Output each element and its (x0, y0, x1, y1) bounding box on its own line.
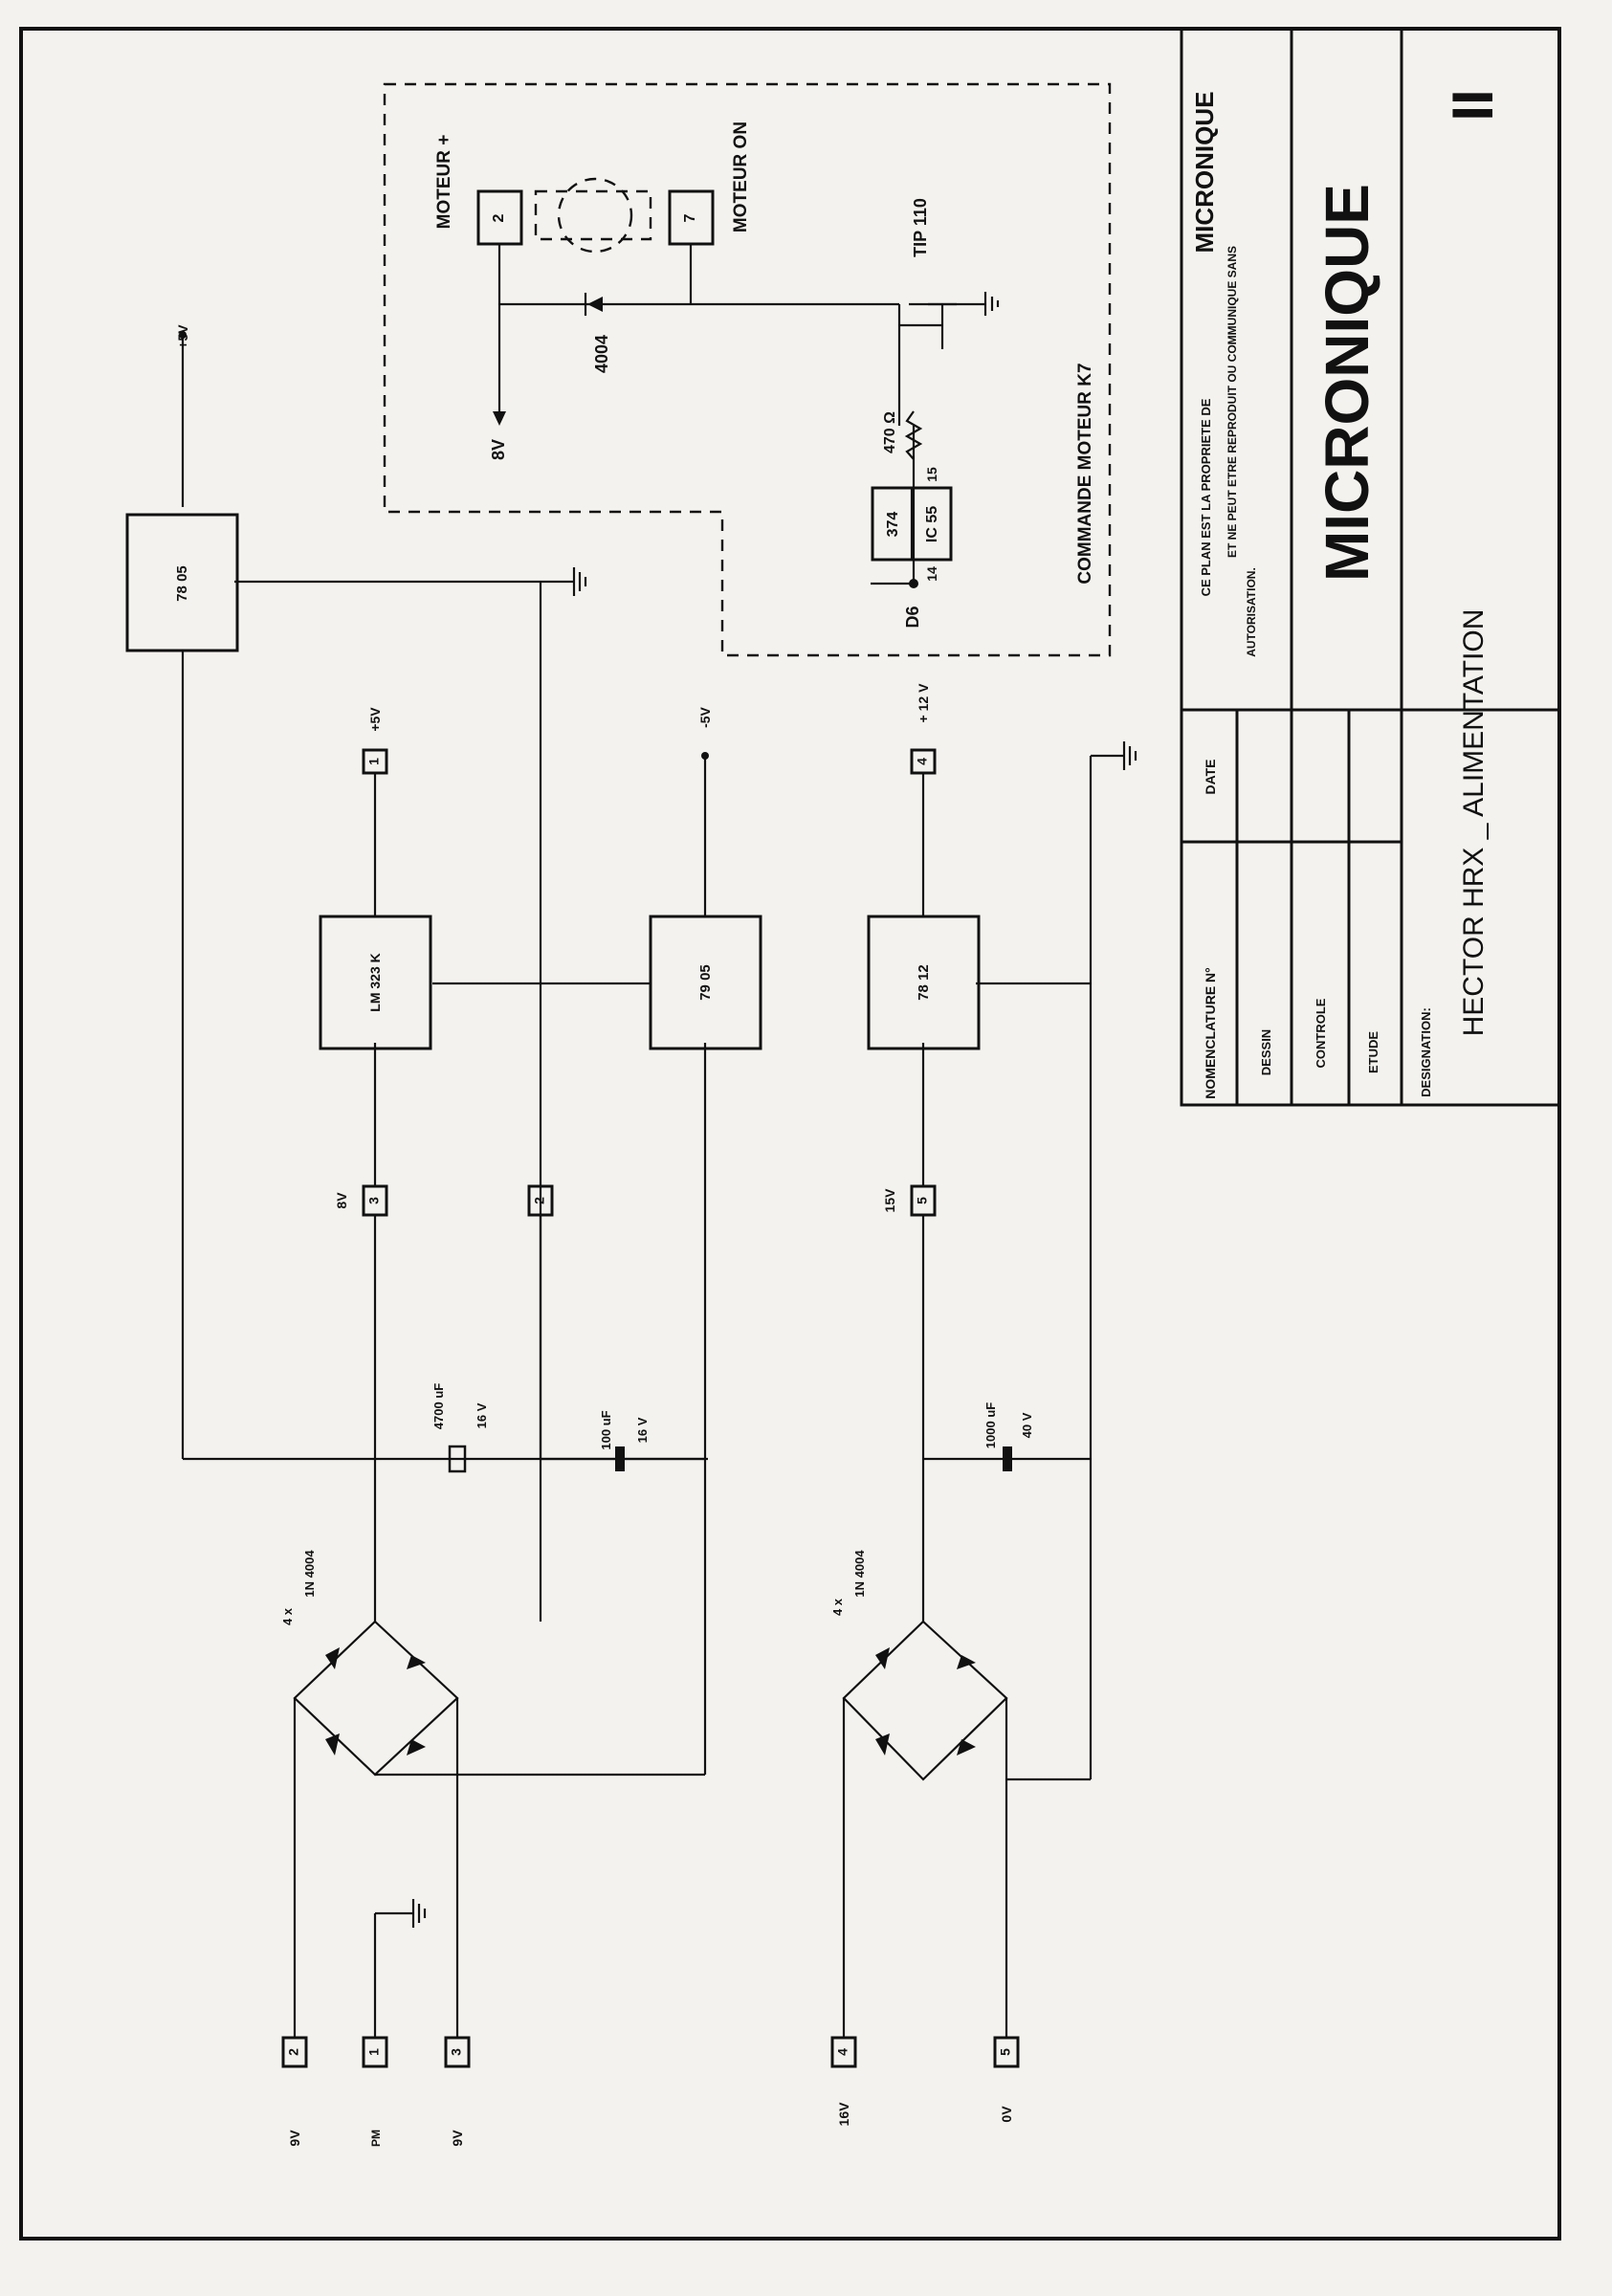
capacitor-1000-value: 1000 uF (983, 1402, 998, 1448)
tb-dessin: DESSIN (1259, 1029, 1273, 1075)
label-motor-8v: 8V (489, 439, 508, 460)
tb-notice-line2: ET NE PEUT ETRE REPRODUIT OU COMMUNIQUE … (1226, 246, 1239, 558)
motor-pin-2: 2 (476, 189, 523, 246)
ic55-pin14: 14 (924, 566, 939, 582)
pin-label: 5 (915, 1197, 930, 1204)
regulator-7905-label: 79 05 (697, 964, 714, 1001)
tb-designation-label: DESIGNATION: (1419, 1007, 1433, 1097)
capacitor-4700-voltage: 16 V (475, 1402, 489, 1428)
capacitor-100-voltage: 16 V (635, 1417, 650, 1443)
motor-wiring (497, 244, 1000, 588)
tb-notice-line1: CE PLAN EST LA PROPRIETE DE (1199, 398, 1213, 596)
ic55-number: 374 (885, 512, 901, 538)
main-wiring (179, 331, 1137, 2038)
pin-label: 1 (366, 758, 382, 765)
label-diode-4004: 4004 (592, 335, 611, 373)
pin-label: 1 (366, 2048, 382, 2056)
regulator-7805-top-label: 78 05 (174, 565, 190, 602)
regulator-7812-label: 78 12 (916, 964, 932, 1001)
output-minus5v: -5V (697, 706, 713, 727)
pin-label: 2 (286, 2048, 301, 2056)
input-pin-2: 2 (281, 2036, 308, 2068)
input-label-pm: PM (369, 2130, 383, 2147)
pin-label: 2 (491, 213, 507, 222)
input-pin-1: 1 (362, 2036, 388, 2068)
tb-notice-brand: MICRONIQUE (1190, 92, 1219, 254)
output-plus5v: +5V (367, 707, 383, 732)
tb-nomenclature: NOMENCLATURE N° (1203, 967, 1218, 1099)
label-resistor-470: 470 Ω (882, 411, 898, 453)
pin-label: 4 (835, 2048, 850, 2056)
arrow-8v-icon (493, 411, 506, 426)
bridge-b-type: 1N 4004 (852, 1550, 867, 1598)
input-label-16v: 16V (836, 2102, 851, 2127)
tb-notice-line3: AUTORISATION. (1245, 567, 1258, 657)
input-pin-3: 3 (444, 2036, 471, 2068)
binding-edge (0, 0, 13, 2296)
pin-label: 7 (682, 213, 698, 222)
node-label-15v: 15V (882, 1188, 897, 1213)
label-d6: D6 (903, 606, 922, 628)
ic55-pin15: 15 (924, 467, 939, 482)
bridge-a-count: 4 x (280, 1607, 295, 1625)
bridge-diodes-lower (875, 1647, 976, 1755)
bridge-b-count: 4 x (830, 1598, 845, 1616)
connector-pin-1-out: 1 (362, 748, 388, 775)
connector-pin-2-mid: 2 (527, 1184, 554, 1217)
input-pin-5: 5 (993, 2036, 1020, 2068)
regulator-7805-top (125, 513, 239, 652)
pin-label: 3 (366, 1197, 382, 1204)
transistor-tip110-icon (899, 302, 957, 349)
diode-4004-icon (587, 297, 603, 312)
title-block (1180, 27, 1561, 1107)
connector-pin-3-mid: 3 (362, 1184, 388, 1217)
tb-sheet-number: II (1441, 89, 1505, 121)
output-plus12v: + 12 V (916, 683, 931, 723)
tb-designation: HECTOR HRX _ ALIMENTATION (1458, 609, 1490, 1037)
capacitor-1000-voltage: 40 V (1020, 1412, 1034, 1438)
resistor-470-icon (904, 410, 923, 460)
ic55-name: IC 55 (924, 506, 940, 542)
connector-pin-4-out: 4 (910, 748, 937, 775)
input-label-9v-b: 9V (450, 2130, 465, 2147)
regulator-7905 (649, 915, 762, 1050)
pin-label: 4 (915, 758, 930, 765)
tb-date: DATE (1203, 759, 1218, 794)
motor-icon (557, 177, 633, 254)
tb-controle: CONTROLE (1314, 998, 1328, 1068)
label-moteur-on: MOTEUR ON (731, 121, 751, 232)
connector-pin-5-mid: 5 (910, 1184, 937, 1217)
capacitor-4700-value: 4700 uF (431, 1383, 446, 1429)
bridge-a-type: 1N 4004 (302, 1550, 317, 1598)
pin-label: 2 (532, 1197, 547, 1204)
regulator-lm323 (319, 915, 432, 1050)
micronique-logo: MICRONIQUE (1313, 184, 1381, 582)
input-label-9v-a: 9V (287, 2130, 302, 2147)
node-label-8v: 8V (334, 1192, 349, 1209)
pin-label: 3 (449, 2048, 464, 2056)
motor-control-dashed-box (383, 82, 1112, 657)
capacitor-100uf-symbol (615, 1446, 625, 1471)
motor-section-title: COMMANDE MOTEUR K7 (1075, 363, 1095, 584)
output-plus5v-top: +5V (175, 324, 190, 349)
capacitor-4700uf-symbol (448, 1445, 467, 1473)
label-moteur-plus: MOTEUR + (434, 135, 454, 230)
drawing-frame (19, 27, 1561, 2241)
motor-housing-outline (534, 189, 652, 241)
regulator-lm323-label: LM 323 K (367, 953, 383, 1011)
capacitor-1000uf-symbol (1003, 1446, 1012, 1471)
regulator-7812 (867, 915, 981, 1050)
input-pin-4: 4 (830, 2036, 857, 2068)
capacitor-100-value: 100 uF (599, 1410, 613, 1449)
tb-etude: ETUDE (1366, 1031, 1380, 1073)
bridge-diodes-upper (325, 1647, 426, 1755)
input-label-0v: 0V (999, 2106, 1014, 2123)
pin-label: 5 (998, 2048, 1013, 2056)
motor-pin-7: 7 (668, 189, 715, 246)
label-tip110: TIP 110 (911, 198, 930, 257)
